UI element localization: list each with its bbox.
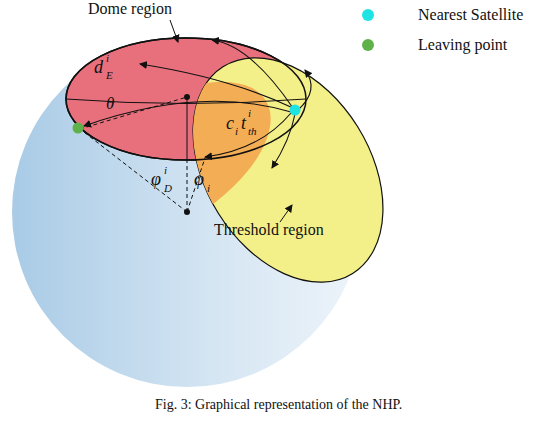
math-subscript: i	[207, 183, 210, 194]
legend-text: Nearest Satellite	[418, 7, 523, 23]
math-symbol: d	[94, 58, 103, 76]
legend-swatch	[362, 9, 374, 21]
region-label: Threshold region	[214, 222, 324, 238]
math-subscript: E	[106, 70, 113, 81]
figure-caption: Fig. 3: Graphical representation of the …	[155, 398, 402, 412]
math-symbol: c	[226, 114, 234, 132]
legend-swatch	[362, 39, 374, 51]
math-superscript: i	[248, 108, 251, 119]
math-superscript: i	[164, 165, 167, 176]
nearest-satellite-dot	[290, 105, 301, 116]
math-subscript: i	[235, 126, 238, 137]
threshold-leader	[280, 205, 292, 222]
leaving-point-dot	[73, 123, 84, 134]
math-symbol: θ	[106, 95, 114, 112]
legend-text: Leaving point	[418, 37, 507, 53]
math-subscript: D	[164, 183, 172, 194]
math-symbol: φ	[194, 170, 204, 188]
dome-outline	[66, 38, 306, 160]
arc-arrows	[84, 40, 311, 168]
dashed-radii	[80, 97, 205, 212]
axis-line	[187, 97, 188, 160]
dome-leader	[170, 20, 178, 42]
math-superscript: i	[106, 53, 109, 64]
math-symbol: t	[241, 114, 246, 132]
region-label: Dome region	[88, 1, 172, 17]
math-symbol: φ	[151, 170, 161, 188]
earth-center-dot	[184, 209, 190, 215]
center-dot	[184, 94, 190, 100]
math-subscript: th	[248, 126, 257, 137]
